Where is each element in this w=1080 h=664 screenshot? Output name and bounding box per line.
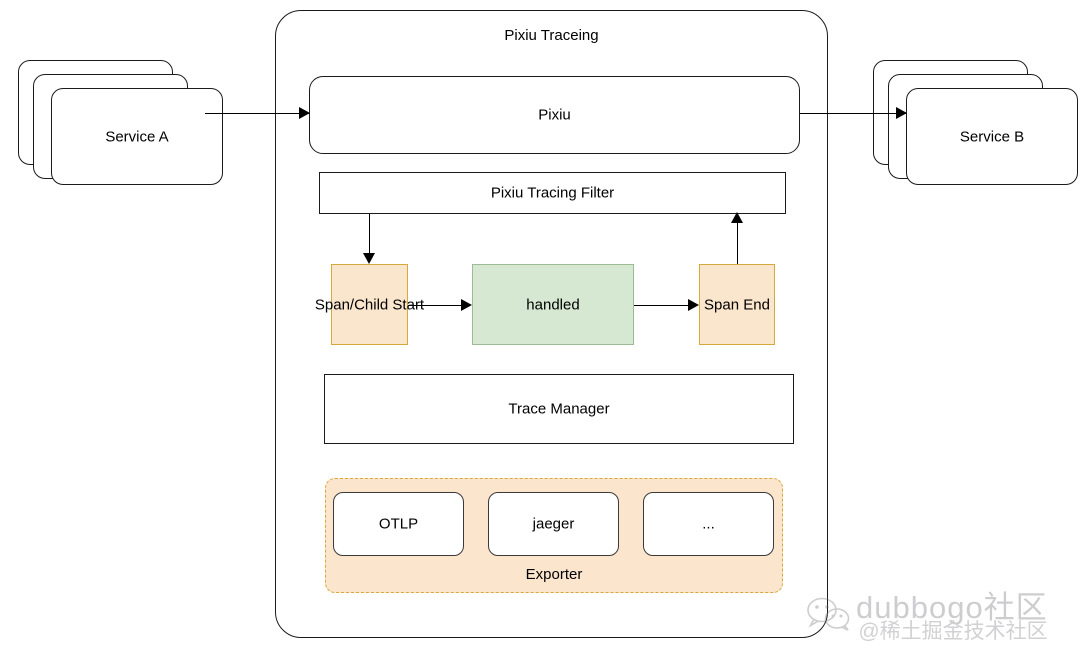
connector-handled-to-span-end <box>634 305 689 306</box>
exporter-item-otlp-label: OTLP <box>378 515 419 533</box>
span-child-start-node[interactable]: Span/Child Start <box>315 264 424 345</box>
span-end-label: Span End <box>704 296 770 313</box>
arrowhead-pixiu-to-service-b <box>896 107 907 119</box>
pixiu-tracing-filter-node[interactable]: Pixiu Tracing Filter <box>319 172 786 214</box>
connector-span-start-to-handled <box>408 305 462 306</box>
service-a-label: Service A <box>105 128 169 145</box>
arrowhead-handled-to-span-end <box>688 299 699 311</box>
connector-filter-to-span-start <box>369 214 370 256</box>
exporter-item-otlp[interactable]: OTLP <box>333 492 464 556</box>
span-child-start-label: Span/Child Start <box>314 296 425 313</box>
service-b-stack[interactable]: Service B <box>873 60 1078 185</box>
pixiu-tracing-filter-label: Pixiu Tracing Filter <box>490 184 615 202</box>
service-b-card-front[interactable]: Service B <box>906 88 1078 185</box>
connector-pixiu-to-service-b <box>800 113 906 114</box>
watermark: dubbogo社区 @稀土掘金技术社区 <box>806 592 1048 644</box>
exporter-item-jaeger[interactable]: jaeger <box>488 492 619 556</box>
service-a-card-front[interactable]: Service A <box>51 88 223 185</box>
exporter-item-more[interactable]: ... <box>643 492 774 556</box>
pixiu-label: Pixiu <box>538 106 571 124</box>
arrowhead-service-a-to-pixiu <box>299 107 310 119</box>
span-end-node[interactable]: Span End <box>699 264 775 345</box>
arrowhead-span-start-to-handled <box>461 299 472 311</box>
connector-span-end-to-filter <box>737 222 738 264</box>
service-b-label: Service B <box>959 128 1025 145</box>
watermark-sub-text: @稀土掘金技术社区 <box>858 620 1048 643</box>
pixiu-node[interactable]: Pixiu <box>309 76 800 154</box>
connector-service-a-to-pixiu <box>205 113 309 114</box>
exporter-item-jaeger-label: jaeger <box>532 515 575 533</box>
arrowhead-filter-to-span-start <box>363 253 375 264</box>
pixiu-traceing-title: Pixiu Traceing <box>504 27 599 44</box>
exporter-caption: Exporter <box>525 566 583 583</box>
trace-manager-node[interactable]: Trace Manager <box>324 374 794 444</box>
exporter-item-more-label: ... <box>702 515 715 533</box>
arrowhead-span-end-to-filter <box>731 212 743 223</box>
handled-label: handled <box>526 296 580 313</box>
watermark-main-text: dubbogo社区 <box>856 590 1048 625</box>
trace-manager-label: Trace Manager <box>508 400 610 418</box>
service-a-stack[interactable]: Service A <box>18 60 223 185</box>
handled-node[interactable]: handled <box>472 264 634 345</box>
